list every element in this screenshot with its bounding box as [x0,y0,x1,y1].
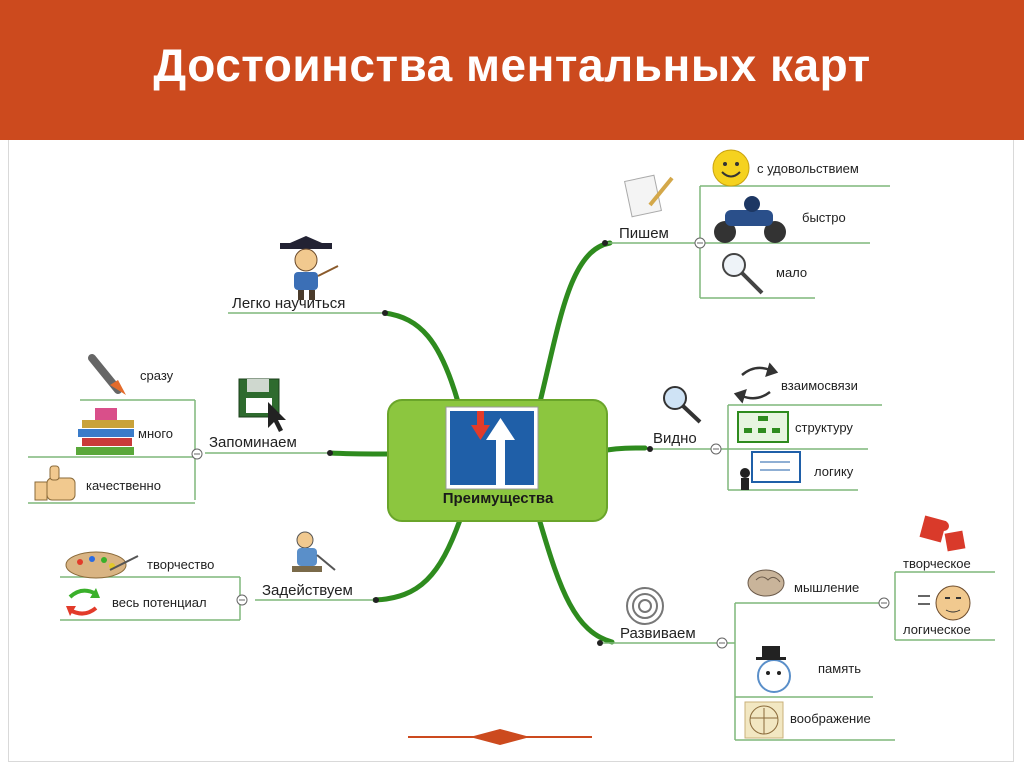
branch-line-write [540,243,610,402]
center-node-label: Преимущества [412,490,584,507]
item-label-fast: быстро [802,210,846,225]
magnifier-icon [723,254,762,293]
branch-label-engage: Задействуем [262,582,353,599]
teacher-icon [280,236,338,300]
item-label-creativity: творчество [147,557,214,572]
item-label-imagination: воображение [790,711,871,726]
branch-line-remember [330,453,388,454]
search-magnifier-icon [664,387,700,422]
thumbs-up-icon [35,466,75,500]
face-profile-icon [918,586,970,620]
worker-icon [292,532,335,572]
palette-icon [66,552,138,578]
branch-line-develop [540,522,612,642]
item-label-thinking: мышление [794,580,859,595]
floppy-disk-icon [239,379,286,432]
spiral-icon [627,588,663,624]
item-label-at-once: сразу [140,368,173,383]
branch-line-engage [375,520,460,600]
branch-label-remember: Запоминаем [209,434,297,451]
slide-ornament [408,729,592,745]
item-label-creative: творческое [903,556,971,571]
notepad-icon [625,175,672,216]
branch-label-learn: Легко научиться [232,295,345,312]
puzzle-pieces-icon [920,516,966,552]
brain-icon [748,570,784,596]
vitruvian-man-icon [745,702,783,738]
item-label-logical: логическое [903,622,971,637]
item-label-logic: логику [814,464,853,479]
books-icon [76,408,134,455]
refresh-arrows-icon [66,588,100,616]
branch-label-see: Видно [653,430,697,447]
branch-label-develop: Развиваем [620,625,696,642]
snowman-icon [756,646,790,692]
item-label-memory: память [818,661,861,676]
branch-label-write: Пишем [619,225,669,242]
structure-icon [738,412,788,442]
cycle-arrows-icon [736,365,776,401]
smiley-icon [713,150,749,186]
item-label-relations: взаимосвязи [781,378,858,393]
presentation-board-icon [740,452,800,490]
item-label-many: много [138,426,173,441]
item-label-full-potential: весь потенциал [112,595,207,610]
item-label-little: мало [776,265,807,280]
branch-line-learn [385,313,458,402]
road-sign-icon [446,407,538,489]
branch-line-see [607,448,645,450]
item-label-quality: качественно [86,478,161,493]
motorcycle-icon [714,196,786,243]
item-label-with-pleasure: с удовольствием [757,161,859,176]
rocket-icon [92,358,126,395]
item-label-structure: структуру [795,420,853,435]
